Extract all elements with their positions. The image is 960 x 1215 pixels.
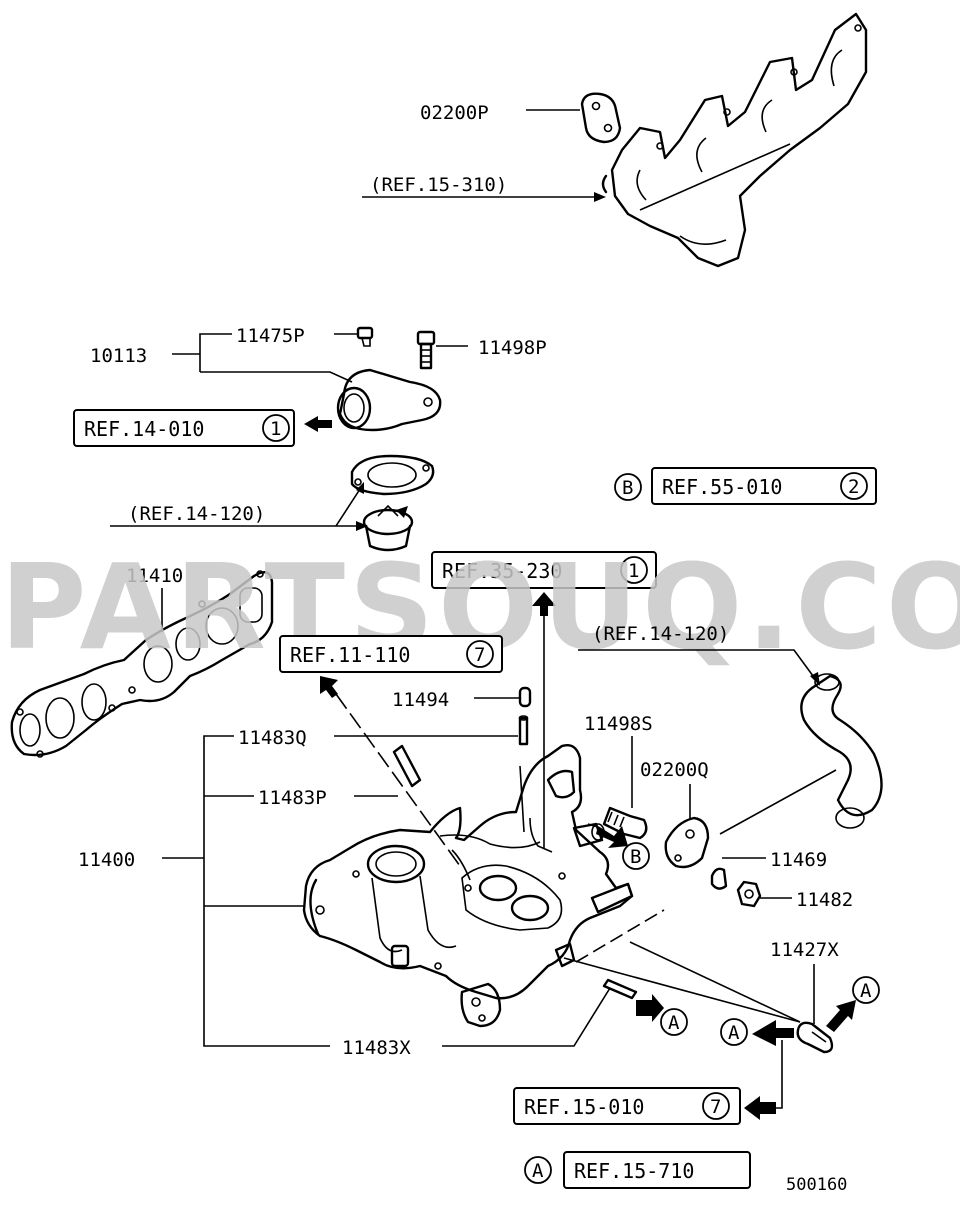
ref-15-010: REF.15-010 [524,1095,644,1119]
ref-box-15-010[interactable] [513,1087,741,1125]
marker-b-ref-55-010 [614,473,642,501]
arrow-ref-14-120-thermostat [356,521,368,531]
marker-a-2-letter: A [728,1022,740,1044]
diagram-number: 500160 [786,1175,847,1195]
intake-manifold-11400-drawing [302,744,634,1028]
ref-14-010-num: 1 [270,418,281,440]
arrow-ref-14-010 [304,416,332,432]
arrow-ref-14-120-gasket [356,482,364,494]
ref-14-010: REF.14-010 [84,417,204,441]
label-11400[interactable]: 11400 [78,849,135,871]
ref-35-230-circle [620,556,648,584]
label-11483q[interactable]: 11483Q [238,727,307,749]
label-11498s[interactable]: 11498S [584,713,653,735]
label-11482[interactable]: 11482 [796,889,853,911]
bolt-11475p-drawing [356,326,374,347]
marker-a-1 [660,1008,688,1036]
label-11427x[interactable]: 11427X [770,939,839,961]
leader-10113-housing [200,371,353,383]
marker-a-1-letter: A [668,1012,680,1034]
ref-14-010-circle [262,414,290,442]
ref-15-010-num: 7 [710,1096,721,1118]
leader-hose-link [719,769,837,835]
pin-11483p-drawing [392,744,422,788]
label-02200p[interactable]: 02200P [420,102,489,124]
ref-box-11-110[interactable] [279,635,503,673]
ref-11-110-num: 7 [474,644,485,666]
ref-55-010-num: 2 [848,476,859,498]
leader-ref-15-010 [760,1040,783,1109]
water-hose-drawing [800,673,883,829]
fitting-11427x-drawing [796,1021,834,1054]
label-11494[interactable]: 11494 [392,689,449,711]
washer-11469-drawing [710,867,728,890]
ref-15-310[interactable]: (REF.15-310) [370,174,507,196]
label-10113[interactable]: 10113 [90,345,147,367]
label-11475p[interactable]: 11475P [236,325,305,347]
leader-11427x-pipe-top [563,957,801,1023]
marker-a-3 [852,976,880,1004]
ref-35-230-num: 1 [628,560,639,582]
thermostat-gasket-drawing [350,454,435,496]
marker-a-ref-15-710-letter: A [532,1160,544,1182]
ref-box-15-710[interactable] [563,1151,751,1189]
leader-ref-11-110 [335,693,461,867]
bolt-11498p-drawing [416,330,436,370]
gasket-02200p-drawing [580,92,622,144]
ref-11-110-circle [466,640,494,668]
marker-b-ref-55-010-letter: B [622,477,633,499]
pin-11483x-drawing [602,978,638,1000]
arrow-to-a-1 [636,994,664,1022]
ref-box-55-010[interactable] [651,467,877,505]
marker-a-ref-15-710 [524,1156,552,1184]
nut-11482-drawing [736,880,762,908]
arrow-ref-11-110 [320,676,338,698]
ref-11-110: REF.11-110 [290,643,410,667]
leader-ref-14-120-right [578,649,817,681]
bracket-10113 [199,333,232,372]
arrow-to-a-2 [752,1020,794,1046]
ref-box-35-230[interactable] [431,551,657,589]
thermostat-housing-drawing [336,368,442,432]
arrow-ref-35-230 [532,592,556,616]
leader-ref-14-120-gasket [335,485,363,527]
ref-55-010-circle [840,472,868,500]
label-11410[interactable]: 11410 [126,565,183,587]
ref-14-120-right[interactable]: (REF.14-120) [592,623,729,645]
arrow-ref-15-010 [744,1096,776,1120]
ref-box-14-010[interactable] [73,409,295,447]
label-11469[interactable]: 11469 [770,849,827,871]
marker-b-letter: B [630,846,641,868]
marker-a-2 [720,1018,748,1046]
pin-11483q-drawing [518,715,529,746]
arrow-ref-15-310 [594,192,606,202]
ref-55-010: REF.55-010 [662,475,782,499]
exhaust-manifold-drawing [601,12,868,268]
label-11483x[interactable]: 11483X [342,1037,411,1059]
label-11498p[interactable]: 11498P [478,337,547,359]
label-02200q[interactable]: 02200Q [640,759,709,781]
bolt-11498s-drawing [602,806,648,840]
bracket-11400 [203,735,330,1047]
leader-11483x [442,987,611,1047]
ref-35-230: REF.35-230 [442,559,562,583]
thermostat-drawing [362,504,414,552]
gasket-02200q-drawing [664,816,710,869]
intake-gasket-11410-drawing [10,570,274,758]
ref-15-710: REF.15-710 [574,1159,694,1183]
label-11483p[interactable]: 11483P [258,787,327,809]
ref-14-120-left[interactable]: (REF.14-120) [128,503,265,525]
leader-manifold-dash [575,909,665,963]
marker-a-3-letter: A [860,980,872,1002]
ref-15-010-circle [702,1092,730,1120]
marker-b [622,842,650,870]
leader-11427x-pipe-bottom [629,941,801,1023]
plug-11494-drawing [518,686,532,708]
arrow-to-a-3 [826,1000,856,1032]
